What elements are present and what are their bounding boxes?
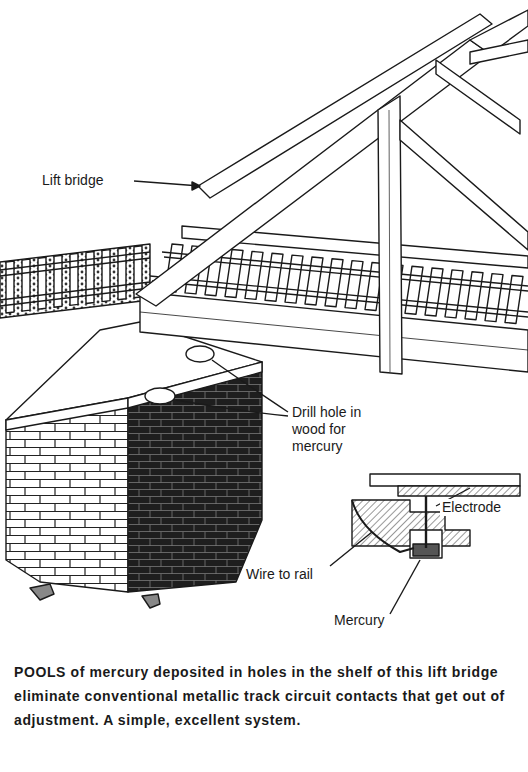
part-label: Drill hole in wood for mercury <box>290 404 394 455</box>
caption: POOLS of mercury deposited in holes in t… <box>14 660 514 732</box>
part-label: Wire to rail <box>244 566 315 583</box>
part-label: Lift bridge <box>40 172 105 189</box>
part-label: Mercury <box>332 612 387 629</box>
part-label: Electrode <box>440 499 503 516</box>
